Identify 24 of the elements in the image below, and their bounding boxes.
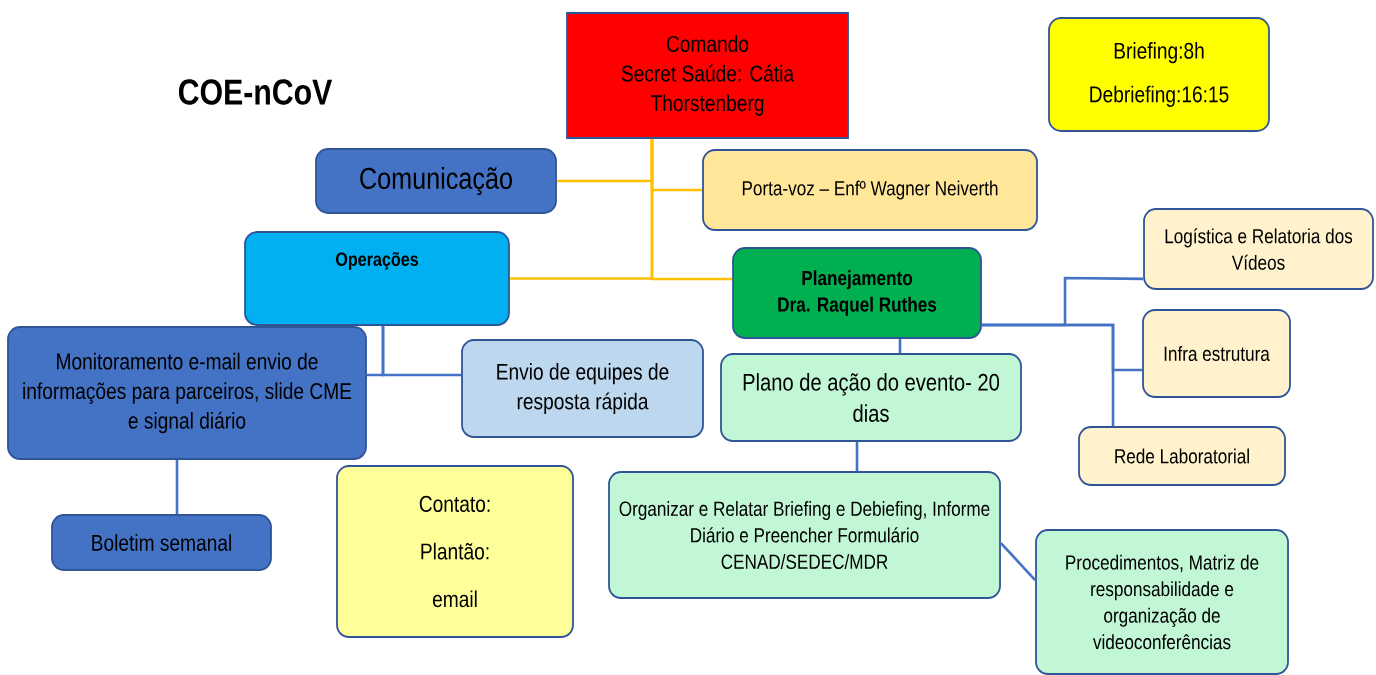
schedule-box: Briefing:8h Debriefing:16:15	[1048, 17, 1270, 132]
task-box: Logística e Relatoria dos Vídeos	[1143, 208, 1374, 290]
command-box: Comando Secret Saúde: Cátia Thorstenberg	[566, 12, 849, 139]
title: COE-nCoV	[178, 79, 333, 105]
contact-box: Contato: Plantão: email	[336, 465, 574, 638]
connector-line	[981, 323, 1115, 427]
task-box: Procedimentos, Matriz de responsabilidade e organização de videoconferências	[1035, 529, 1289, 675]
task-box: Infra estrutura	[1142, 309, 1291, 398]
role-box: Operações	[244, 231, 510, 326]
connector-line	[999, 542, 1037, 581]
role-box: Comunicação	[315, 148, 557, 214]
role-box: Porta-voz – Enfº Wagner Neiverth	[702, 149, 1038, 231]
connector-line	[898, 338, 902, 354]
task-box: Plano de ação do evento- 20 dias	[720, 353, 1022, 442]
connector-line	[650, 138, 733, 281]
connector-line	[855, 441, 859, 472]
task-box: Organizar e Relatar Briefing e Debiefing, Informe Diário e Preencher Formulário CENAD/SEDEC/MDR	[608, 471, 1001, 599]
task-box: Envio de equipes de resposta rápida	[461, 339, 704, 438]
role-box: Planejamento Dra. Raquel Ruthes	[732, 247, 982, 339]
connector-line	[175, 459, 179, 515]
task-box: Rede Laboratorial	[1078, 426, 1286, 486]
task-box: Boletim semanal	[51, 514, 272, 571]
connector-line	[381, 325, 462, 377]
task-box: Monitoramento e-mail envio de informações para parceiros, slide CME e signal diário	[7, 326, 367, 460]
